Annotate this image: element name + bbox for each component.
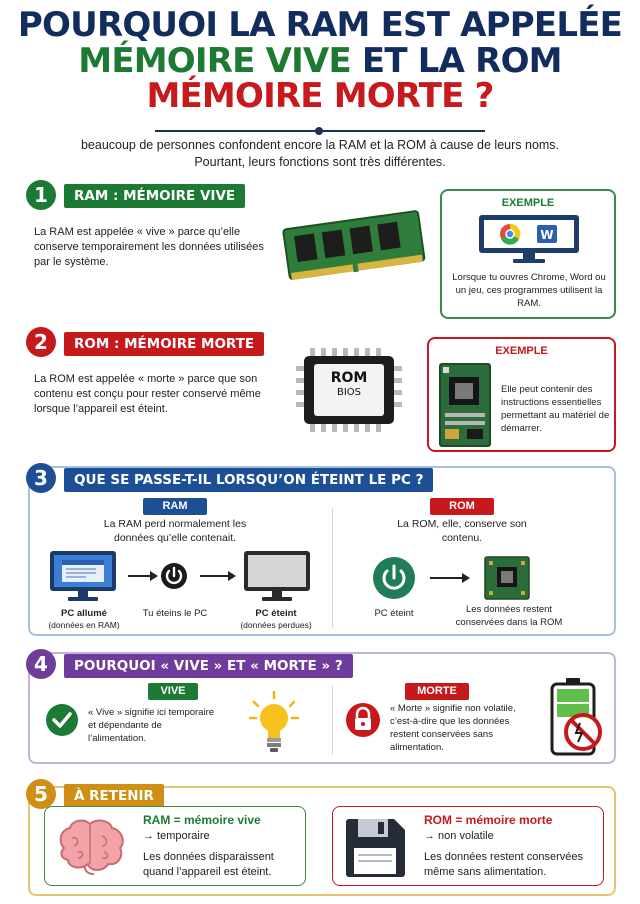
section-3-number: 3	[26, 463, 56, 493]
ram-summary-heading: RAM = mémoire vive	[143, 813, 261, 827]
arrow-right-icon	[228, 571, 236, 581]
rom-summary-heading: ROM = mémoire morte	[424, 813, 553, 827]
bios-chip-label: BIOS	[336, 387, 362, 398]
arrow-right-icon	[462, 573, 470, 583]
rom-chip-label: ROM	[330, 370, 368, 386]
section-4-number: 4	[26, 649, 56, 679]
section-5-number: 5	[26, 779, 56, 809]
section-1-example-title: EXEMPLE	[501, 197, 555, 209]
arrow-line	[200, 575, 230, 577]
ram-stick-icon	[282, 210, 426, 280]
intro-text: beaucoup de personnes confondent encore …	[80, 138, 560, 169]
pc-on-sublabel: (données en RAM)	[48, 620, 120, 630]
pc-on-monitor-icon	[50, 551, 116, 601]
section-1-example-text: Lorsque tu ouvres Chrome, Word ou un jeu…	[452, 272, 606, 309]
section-2-title: ROM : MÉMOIRE MORTE	[64, 332, 265, 356]
section-2-example-text: Elle peut contenir des instructions esse…	[501, 384, 610, 434]
lock-icon	[346, 703, 380, 737]
section-1-number: 1	[26, 180, 56, 210]
morte-text: « Morte » signifie non volatile, c’est-à…	[390, 703, 516, 753]
arrow-line	[430, 577, 464, 579]
checkmark-icon	[46, 704, 78, 736]
floppy-disk-icon	[346, 819, 405, 877]
title-line-3: MÉMOIRE MORTE ?	[146, 76, 494, 117]
ram-summary-arrow: → temporaire	[143, 830, 210, 842]
pc-on-label: PC allumé	[61, 608, 107, 619]
rom-off-text: La ROM, elle, conserve son contenu.	[397, 518, 527, 544]
rom-result-text: Les données restent conservées dans la R…	[455, 604, 563, 628]
pc-off-monitor-icon	[244, 551, 310, 601]
title-divider	[155, 127, 485, 135]
ram-summary-text: Les données disparaissent quand l’appare…	[143, 851, 274, 878]
arrow-right-icon	[150, 571, 158, 581]
pc-off-label: PC éteint	[255, 608, 297, 619]
turn-off-label: Tu éteins le PC	[142, 608, 208, 619]
lightbulb-icon	[248, 690, 300, 752]
power-button-icon	[161, 563, 187, 589]
brain-icon	[59, 819, 124, 875]
section-1-example-box: EXEMPLE W Lorsque tu ouvres Chrome, Word…	[440, 189, 616, 319]
section-4-separator	[332, 685, 333, 755]
vive-text: « Vive » signifie ici temporaire et dépe…	[88, 707, 215, 744]
section-2-text: La ROM est appelée « morte » parce que s…	[34, 373, 261, 415]
section-2-number: 2	[26, 327, 56, 357]
vive-label-pill: VIVE	[148, 683, 198, 700]
svg-text:W: W	[540, 228, 553, 242]
rom-label-pill: ROM	[430, 498, 494, 515]
section-3-separator	[332, 508, 333, 628]
section-3-title: QUE SE PASSE-T-IL LORSQU’ON ÉTEINT LE PC…	[64, 468, 434, 492]
rom-pc-off-label: PC éteint	[374, 608, 414, 619]
pc-off-sublabel: (données perdues)	[240, 620, 312, 630]
ram-off-text: La RAM perd normalement les données qu’e…	[103, 518, 247, 544]
rom-bios-chip-icon	[296, 348, 402, 432]
title-line-2-highlight: MÉMOIRE VIVE	[78, 40, 351, 81]
section-1-title: RAM : MÉMOIRE VIVE	[64, 184, 246, 208]
rom-summary-text: Les données restent conservées même sans…	[424, 851, 583, 878]
page-title: POURQUOI LA RAM EST APPELÉE MÉMOIRE VIVE…	[0, 5, 640, 117]
section-3-box	[28, 466, 616, 636]
power-green-icon	[373, 557, 415, 599]
rom-summary-arrow: → non volatile	[424, 830, 494, 842]
arrow-line	[128, 575, 154, 577]
title-line-1: POURQUOI LA RAM EST APPELÉE	[17, 5, 623, 45]
title-line-2-rest: ET LA ROM	[350, 40, 563, 81]
morte-label-pill: MORTE	[405, 683, 469, 700]
section-1-text: La RAM est appelée « vive » parce qu’ell…	[34, 226, 264, 268]
section-2-example-title: EXEMPLE	[495, 345, 548, 357]
ram-label-pill: RAM	[143, 498, 207, 515]
motherboard-icon	[439, 363, 491, 447]
monitor-apps-icon: W	[479, 215, 579, 263]
section-5-title: À RETENIR	[64, 784, 164, 808]
section-2-example-box: EXEMPLE Elle peut contenir des instructi…	[427, 337, 616, 452]
section-4-title: POURQUOI « VIVE » ET « MORTE » ?	[64, 654, 353, 678]
rom-board-icon	[484, 556, 530, 600]
battery-no-power-icon	[550, 678, 602, 756]
